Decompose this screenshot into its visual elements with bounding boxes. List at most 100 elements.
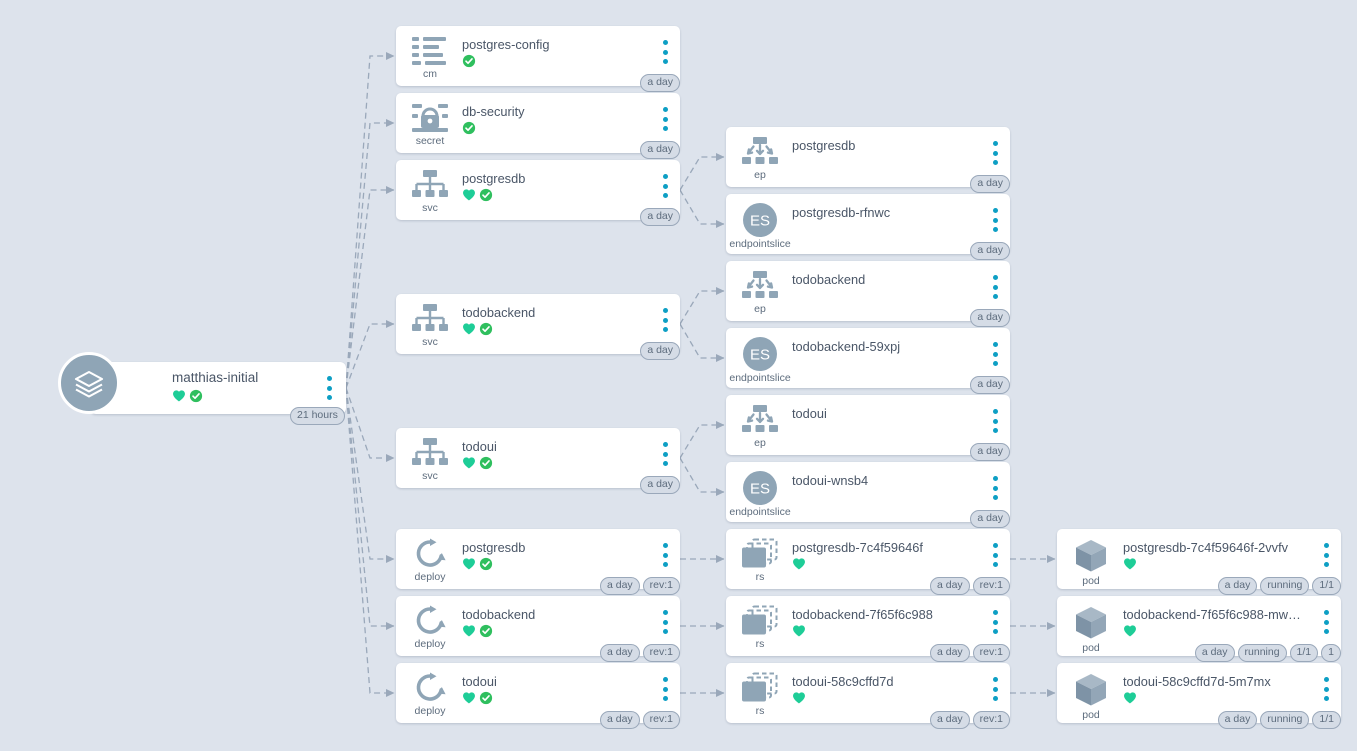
- sync-check-icon: [189, 389, 203, 403]
- application-node[interactable]: matthias-initial 21 hours: [58, 352, 346, 425]
- node-badge: a day: [970, 376, 1010, 394]
- node-menu-button[interactable]: [658, 440, 672, 468]
- node-menu-button[interactable]: [988, 608, 1002, 636]
- node-badge: a day: [929, 711, 970, 729]
- node-menu-button[interactable]: [658, 306, 672, 334]
- resource-kind-label: pod: [1082, 642, 1100, 654]
- node-badge: a day: [970, 443, 1010, 461]
- age-badge: 21 hours: [290, 407, 345, 425]
- resource-name: db-security: [462, 104, 525, 119]
- resource-kind-label: ep: [754, 437, 766, 449]
- node-menu-button[interactable]: [988, 407, 1002, 435]
- node-menu-button[interactable]: [658, 105, 672, 133]
- application-badges: 21 hours: [290, 407, 345, 425]
- endpointslice-icon: ES endpointslice: [729, 470, 791, 518]
- resource-name: postgresdb-rfnwc: [792, 205, 891, 220]
- node-menu-button[interactable]: [988, 139, 1002, 167]
- node-menu-button[interactable]: [658, 541, 672, 569]
- pod-cube-icon: pod: [1067, 671, 1115, 721]
- node-badge: a day: [599, 577, 640, 595]
- resource-status: [792, 356, 976, 370]
- node-body: todobackend: [462, 607, 646, 638]
- health-heart-icon: [462, 557, 476, 571]
- resource-name: todobackend-7f65f6c988-mw…: [1123, 607, 1301, 622]
- service-icon: svc: [406, 168, 454, 214]
- resource-node-ep[interactable]: ep postgresdb a day: [726, 127, 1010, 193]
- node-badge: a day: [640, 74, 680, 92]
- node-badges: a day: [640, 74, 680, 92]
- resource-status: [462, 121, 646, 135]
- endpoints-icon: ep: [736, 403, 784, 449]
- resource-status: [462, 624, 646, 638]
- node-badges: a day: [970, 443, 1010, 461]
- resource-status: [1123, 691, 1307, 705]
- resource-status: [792, 155, 976, 169]
- tree-edge: [345, 186, 395, 389]
- resource-node-svc[interactable]: svc todobackend a day: [396, 294, 680, 360]
- resource-node-ep[interactable]: ep todoui a day: [726, 395, 1010, 461]
- resource-status: [792, 557, 976, 571]
- node-body: todoui-wnsb4: [792, 473, 976, 504]
- resource-name: postgresdb: [792, 138, 856, 153]
- node-badge: 1/1: [1312, 711, 1341, 729]
- resource-status: [462, 691, 646, 705]
- resource-kind-label: endpointslice: [729, 506, 791, 518]
- resource-node-svc[interactable]: svc postgresdb a day: [396, 160, 680, 226]
- endpointslice-icon: ES endpointslice: [729, 202, 791, 250]
- resource-kind-label: ep: [754, 169, 766, 181]
- resource-kind-label: rs: [755, 571, 765, 583]
- resource-node-endpointslice[interactable]: ES endpointslice todobackend-59xpj a day: [726, 328, 1010, 394]
- tree-edge: [679, 287, 725, 325]
- resource-node-secret[interactable]: secret db-security a day: [396, 93, 680, 159]
- resource-node-endpointslice[interactable]: ES endpointslice postgresdb-rfnwc a day: [726, 194, 1010, 260]
- node-menu-button[interactable]: [988, 340, 1002, 368]
- node-body: todobackend-7f65f6c988-mw…: [1123, 607, 1307, 638]
- node-menu-button[interactable]: [658, 172, 672, 200]
- application-menu-button[interactable]: [322, 374, 336, 402]
- node-menu-button[interactable]: [658, 38, 672, 66]
- node-menu-button[interactable]: [1319, 541, 1333, 569]
- resource-node-ep[interactable]: ep todobackend a day: [726, 261, 1010, 327]
- node-badge: a day: [1194, 644, 1235, 662]
- node-menu-button[interactable]: [1319, 608, 1333, 636]
- resource-status: [792, 490, 976, 504]
- node-menu-button[interactable]: [988, 206, 1002, 234]
- endpoints-icon: ep: [736, 135, 784, 181]
- tree-edge: [345, 387, 395, 563]
- node-menu-button[interactable]: [658, 675, 672, 703]
- resource-status: [462, 557, 646, 571]
- node-menu-button[interactable]: [988, 273, 1002, 301]
- resource-name: todoui-58c9cffd7d-5m7mx: [1123, 674, 1271, 689]
- application-status: [172, 389, 258, 403]
- node-menu-button[interactable]: [988, 675, 1002, 703]
- node-menu-button[interactable]: [988, 474, 1002, 502]
- tree-edge: [679, 323, 725, 362]
- node-menu-button[interactable]: [1319, 675, 1333, 703]
- node-badges: a day: [970, 175, 1010, 193]
- resource-node-cm[interactable]: cm postgres-config a day: [396, 26, 680, 92]
- node-menu-button[interactable]: [988, 541, 1002, 569]
- node-badge: a day: [970, 175, 1010, 193]
- node-menu-button[interactable]: [658, 608, 672, 636]
- node-body: postgresdb-rfnwc: [792, 205, 976, 236]
- tree-edge: [345, 387, 395, 462]
- resource-status: [1123, 624, 1307, 638]
- resource-node-endpointslice[interactable]: ES endpointslice todoui-wnsb4 a day: [726, 462, 1010, 528]
- resource-node-svc[interactable]: svc todoui a day: [396, 428, 680, 494]
- health-heart-icon: [462, 456, 476, 470]
- health-heart-icon: [172, 389, 186, 403]
- node-badge: rev:1: [972, 644, 1010, 662]
